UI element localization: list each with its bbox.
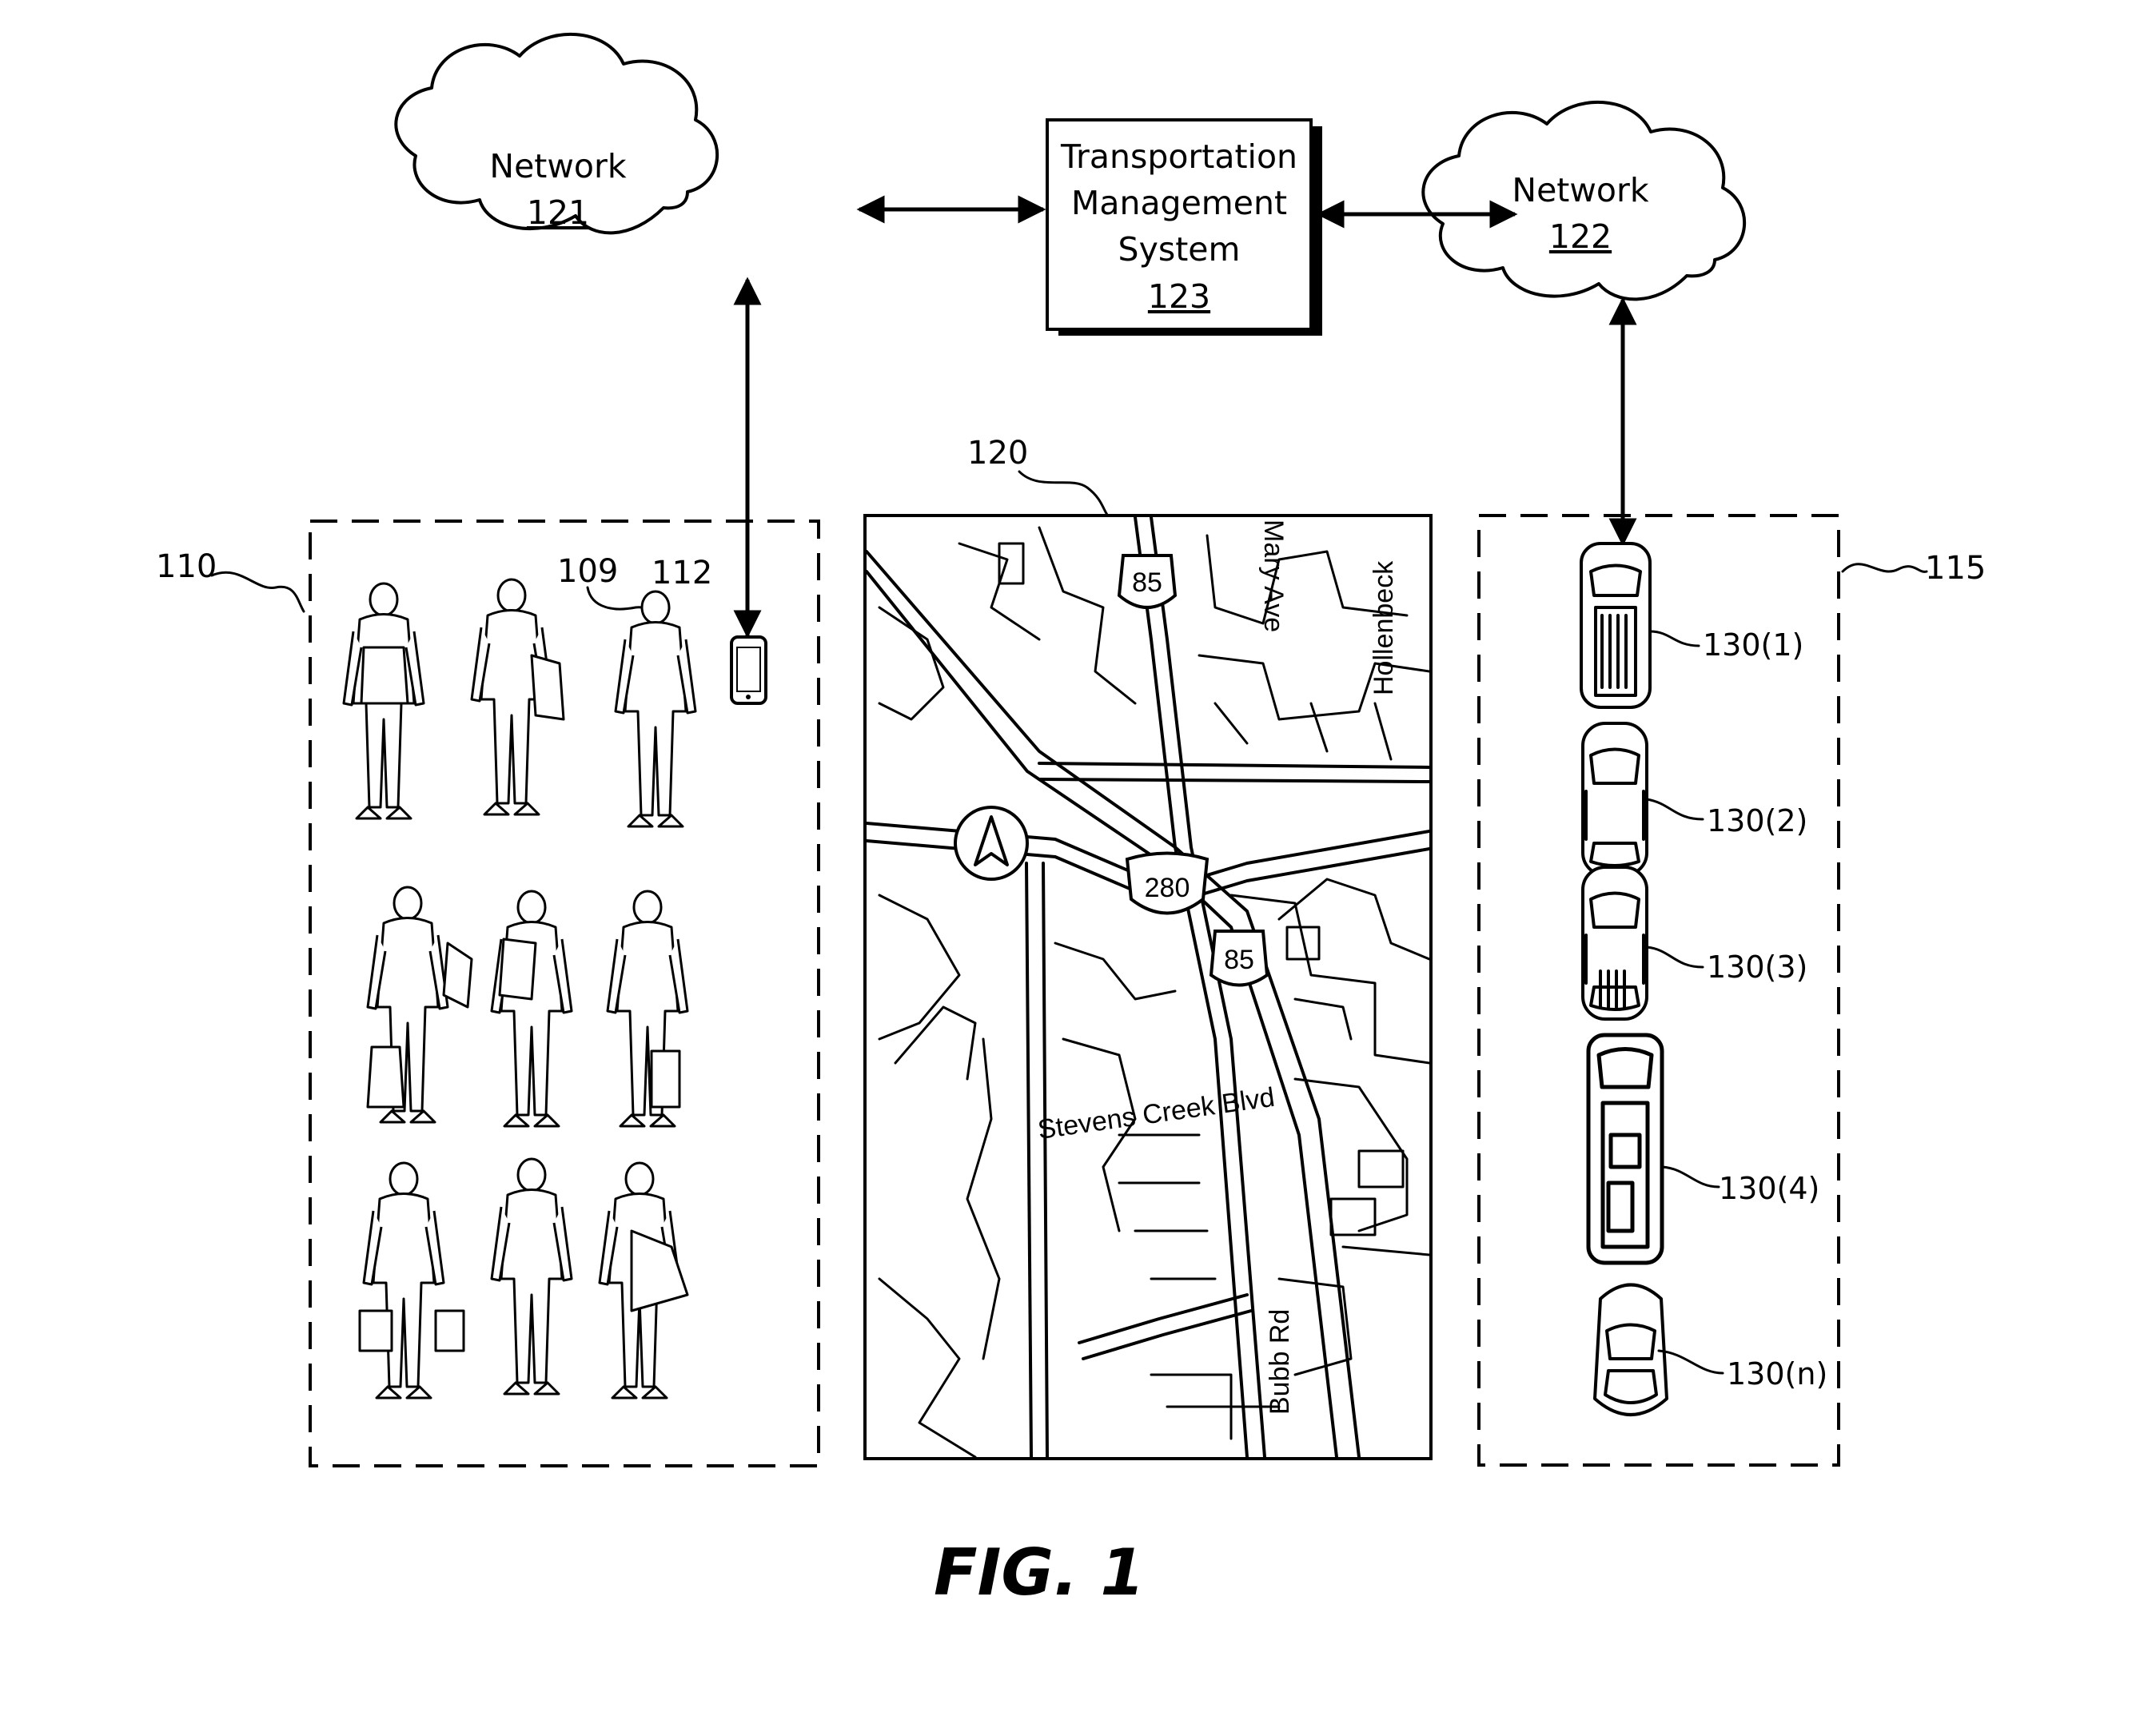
map-panel: 85 280 85 Mary Ave Hollenbeck Stevens Cr… <box>863 514 1433 1460</box>
vehicle-n: 130(n) <box>1593 1283 1827 1416</box>
person-icon <box>358 1161 465 1400</box>
person-icon <box>490 1157 573 1396</box>
person-icon <box>490 890 573 1128</box>
svg-text:280: 280 <box>1145 873 1190 903</box>
car-icon <box>1581 866 1648 1021</box>
smartphone-icon <box>730 635 767 705</box>
map-label-hollenbeck: Hollenbeck <box>1369 560 1399 695</box>
riders-group-box <box>309 520 820 1467</box>
map-label-mary-ave: Mary Ave <box>1258 520 1289 632</box>
navigation-arrow-icon <box>954 806 1029 881</box>
network-121-label: Network <box>489 147 626 185</box>
tms-ref: 123 <box>1148 277 1210 316</box>
leader-115 <box>1841 563 1928 573</box>
vehicle-label-3: 130(3) <box>1707 950 1807 985</box>
highway-shield-85-top: 85 <box>1117 554 1178 609</box>
highway-shield-85-bottom: 85 <box>1209 930 1269 987</box>
vehicle-3: 130(3) <box>1581 866 1807 1021</box>
highway-shield-icon <box>1117 554 1178 609</box>
svg-text:85: 85 <box>1132 567 1162 598</box>
car-icon <box>1586 1033 1664 1265</box>
vehicle-1: 130(1) <box>1580 542 1803 709</box>
vehicle-2: 130(2) <box>1581 722 1807 877</box>
ref-110: 110 <box>156 548 217 585</box>
vehicle-label-1: 130(1) <box>1703 627 1803 663</box>
cloud-icon <box>394 32 719 235</box>
car-icon <box>1581 722 1648 877</box>
vehicles-group-box <box>1477 514 1840 1467</box>
person-icon <box>366 886 473 1124</box>
leader-110 <box>210 571 305 613</box>
highway-shield-icon <box>1125 851 1210 915</box>
map-label-bubb-rd: Bubb Rd <box>1265 1309 1295 1415</box>
person-icon <box>614 590 697 828</box>
person-icon <box>470 578 565 816</box>
person-icon <box>342 582 425 820</box>
vehicle-4: 130(4) <box>1586 1033 1819 1265</box>
network-122-ref: 122 <box>1549 217 1612 256</box>
network-122-cloud: Network 122 <box>1421 100 1747 301</box>
ref-120: 120 <box>967 435 1028 472</box>
cloud-icon <box>1421 100 1747 301</box>
network-122-label: Network <box>1512 171 1648 209</box>
tms-title-line3: System <box>1118 230 1241 269</box>
network-121-ref: 121 <box>527 193 589 232</box>
svg-text:85: 85 <box>1224 945 1254 975</box>
leader-120 <box>1018 470 1111 520</box>
ref-115: 115 <box>1925 550 1986 587</box>
vehicle-label-4: 130(4) <box>1719 1171 1819 1206</box>
person-icon <box>598 1161 689 1400</box>
car-icon <box>1593 1283 1668 1416</box>
tms-title-line2: Management <box>1071 184 1287 222</box>
ref-109: 109 <box>557 553 618 590</box>
highway-shield-icon <box>1209 930 1269 987</box>
ref-112: 112 <box>652 555 712 591</box>
tms-title-line1: Transportation <box>1060 137 1297 176</box>
car-icon <box>1580 542 1652 709</box>
network-121-cloud: Network 121 <box>394 32 719 235</box>
tms-box: Transportation Management System 123 <box>1046 118 1322 336</box>
figure-caption: FIG. 1 <box>934 1535 1145 1610</box>
vehicle-label-2: 130(2) <box>1707 803 1807 838</box>
person-icon <box>606 890 689 1128</box>
highway-shield-280: 280 <box>1125 851 1210 915</box>
vehicle-label-n: 130(n) <box>1727 1356 1827 1392</box>
